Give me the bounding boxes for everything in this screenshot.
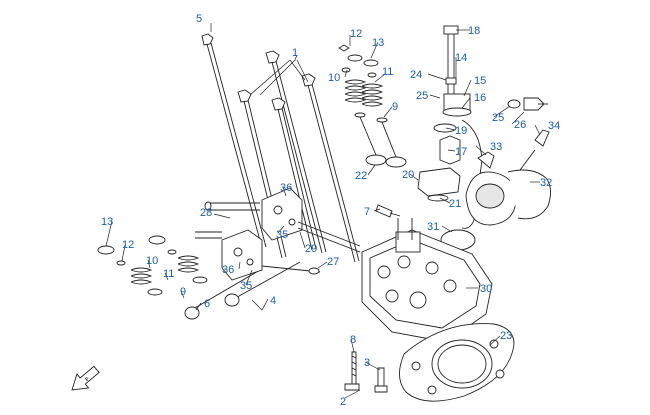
callout-14: 14 (455, 52, 467, 64)
callout-3: 3 (364, 357, 370, 369)
valve-spring (130, 267, 153, 285)
head-bolt (271, 97, 317, 251)
callout-25-right: 25 (492, 112, 504, 124)
callout-25-left: 25 (416, 90, 428, 102)
head-gasket (399, 323, 515, 402)
callout-27: 27 (327, 256, 339, 268)
callout-28: 28 (200, 207, 212, 219)
callout-33: 33 (490, 141, 502, 153)
callout-19: 19 (455, 125, 467, 137)
callout-2: 2 (340, 396, 346, 408)
callout-30: 30 (480, 283, 492, 295)
callout-4: 4 (270, 295, 276, 307)
callout-36-upper: 36 (280, 182, 292, 194)
callout-23: 23 (500, 330, 512, 342)
valve-spring (177, 255, 200, 273)
callout-12-right: 12 (350, 28, 362, 40)
cylinder-head (361, 218, 493, 343)
callout-6: 6 (204, 298, 210, 310)
callout-13-left: 13 (101, 216, 113, 228)
front-direction-arrow-icon: F (71, 365, 100, 391)
spark-plug (375, 204, 401, 218)
callout-8: 8 (350, 334, 356, 346)
callout-10-right: 10 (328, 72, 340, 84)
rocker-arm-assembly (204, 187, 361, 253)
callout-35-lower: 35 (240, 280, 252, 292)
callout-20: 20 (402, 169, 414, 181)
callout-9-right: 9 (392, 101, 398, 113)
callout-5: 5 (196, 13, 202, 25)
leader-lines (105, 23, 541, 399)
callout-11-right: 11 (382, 66, 393, 78)
callout-12-left: 12 (122, 239, 134, 251)
callout-7: 7 (364, 206, 370, 218)
callout-24: 24 (410, 69, 422, 81)
callout-21: 21 (449, 198, 461, 210)
callout-11-left: 11 (163, 268, 174, 280)
callout-17: 17 (455, 146, 467, 158)
svg-text:F: F (84, 376, 90, 383)
rocker-arm-assembly (195, 229, 321, 281)
callout-34: 34 (548, 120, 560, 132)
callout-9-left: 9 (180, 286, 186, 298)
head-bolt (201, 33, 267, 249)
head-bolt (265, 50, 327, 254)
callout-31: 31 (427, 221, 439, 233)
callout-36-lower: 36 (222, 264, 234, 276)
callout-32: 32 (540, 177, 552, 189)
callout-1: 1 (292, 47, 298, 59)
callout-13-right: 13 (372, 37, 384, 49)
callout-10-left: 10 (146, 255, 158, 267)
callout-18: 18 (468, 25, 480, 37)
head-bolt (301, 73, 360, 263)
right-valve-train (338, 44, 407, 168)
callout-35-upper: 35 (276, 229, 288, 241)
callout-22: 22 (355, 170, 367, 182)
callouts: 1 2 3 4 5 6 7 8 9 9 10 10 11 11 12 12 13… (101, 13, 560, 408)
callout-29: 29 (305, 243, 317, 255)
callout-16: 16 (474, 92, 486, 104)
callout-26: 26 (514, 119, 526, 131)
callout-15: 15 (474, 75, 486, 87)
studs (344, 351, 388, 393)
